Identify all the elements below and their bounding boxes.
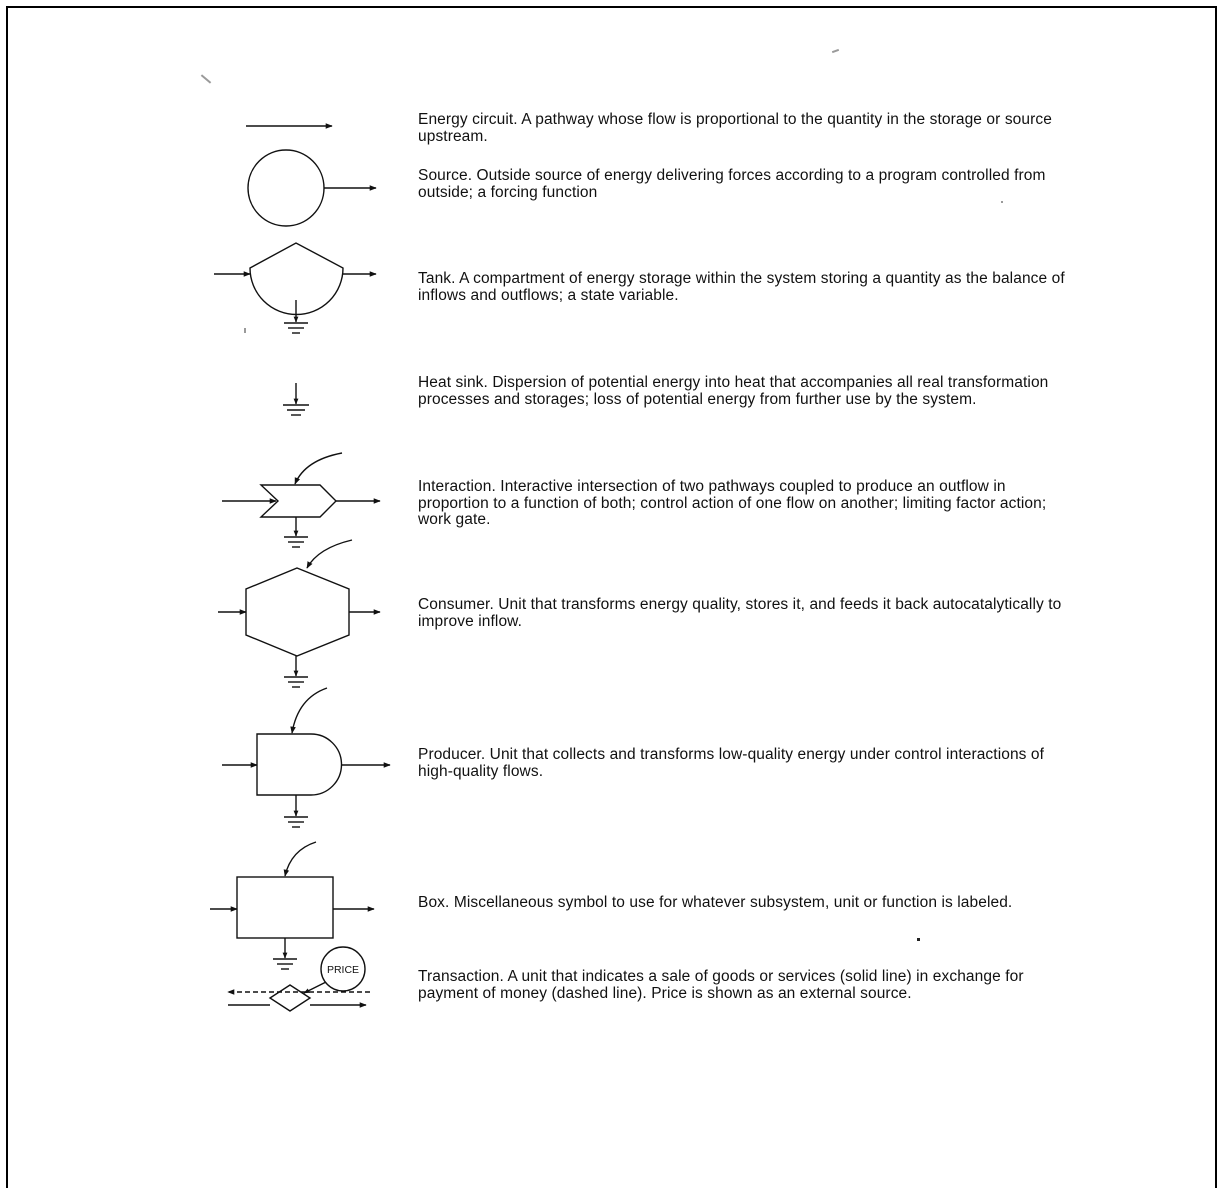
consumer-description: Consumer. Unit that transforms energy qu… [418,596,1062,630]
scan-speck [244,328,246,333]
box-heat-sink [273,938,297,970]
transaction-description: Transaction. A unit that indicates a sal… [418,968,1024,1002]
consumer-heat-sink [284,656,308,688]
source-symbol [247,149,377,227]
heat-sink-description: Heat sink. Dispersion of potential energ… [418,374,1049,408]
tank-symbol [214,242,377,334]
price-label: PRICE [327,964,359,976]
producer-symbol [222,687,391,828]
source-description: Source. Outside source of energy deliver… [418,167,1046,201]
consumer-symbol [218,539,381,688]
interaction-heat-sink [284,517,308,548]
producer-description: Producer. Unit that collects and transfo… [418,746,1045,780]
interaction-symbol [222,452,381,548]
transaction-symbol [227,946,370,1012]
tank-heat-sink [284,300,308,334]
page-frame [6,6,1217,1188]
heat-sink-symbol [283,383,309,416]
tank-description: Tank. A compartment of energy storage wi… [418,270,1065,304]
box-symbol [210,841,375,970]
interaction-description: Interaction. Interactive intersection of… [418,478,1047,528]
box-description: Box. Miscellaneous symbol to use for wha… [418,894,1013,911]
producer-heat-sink [284,795,308,828]
energy-circuit-description: Energy circuit. A pathway whose flow is … [418,111,1052,145]
scan-speck [1001,201,1003,203]
scan-speck [917,938,920,941]
